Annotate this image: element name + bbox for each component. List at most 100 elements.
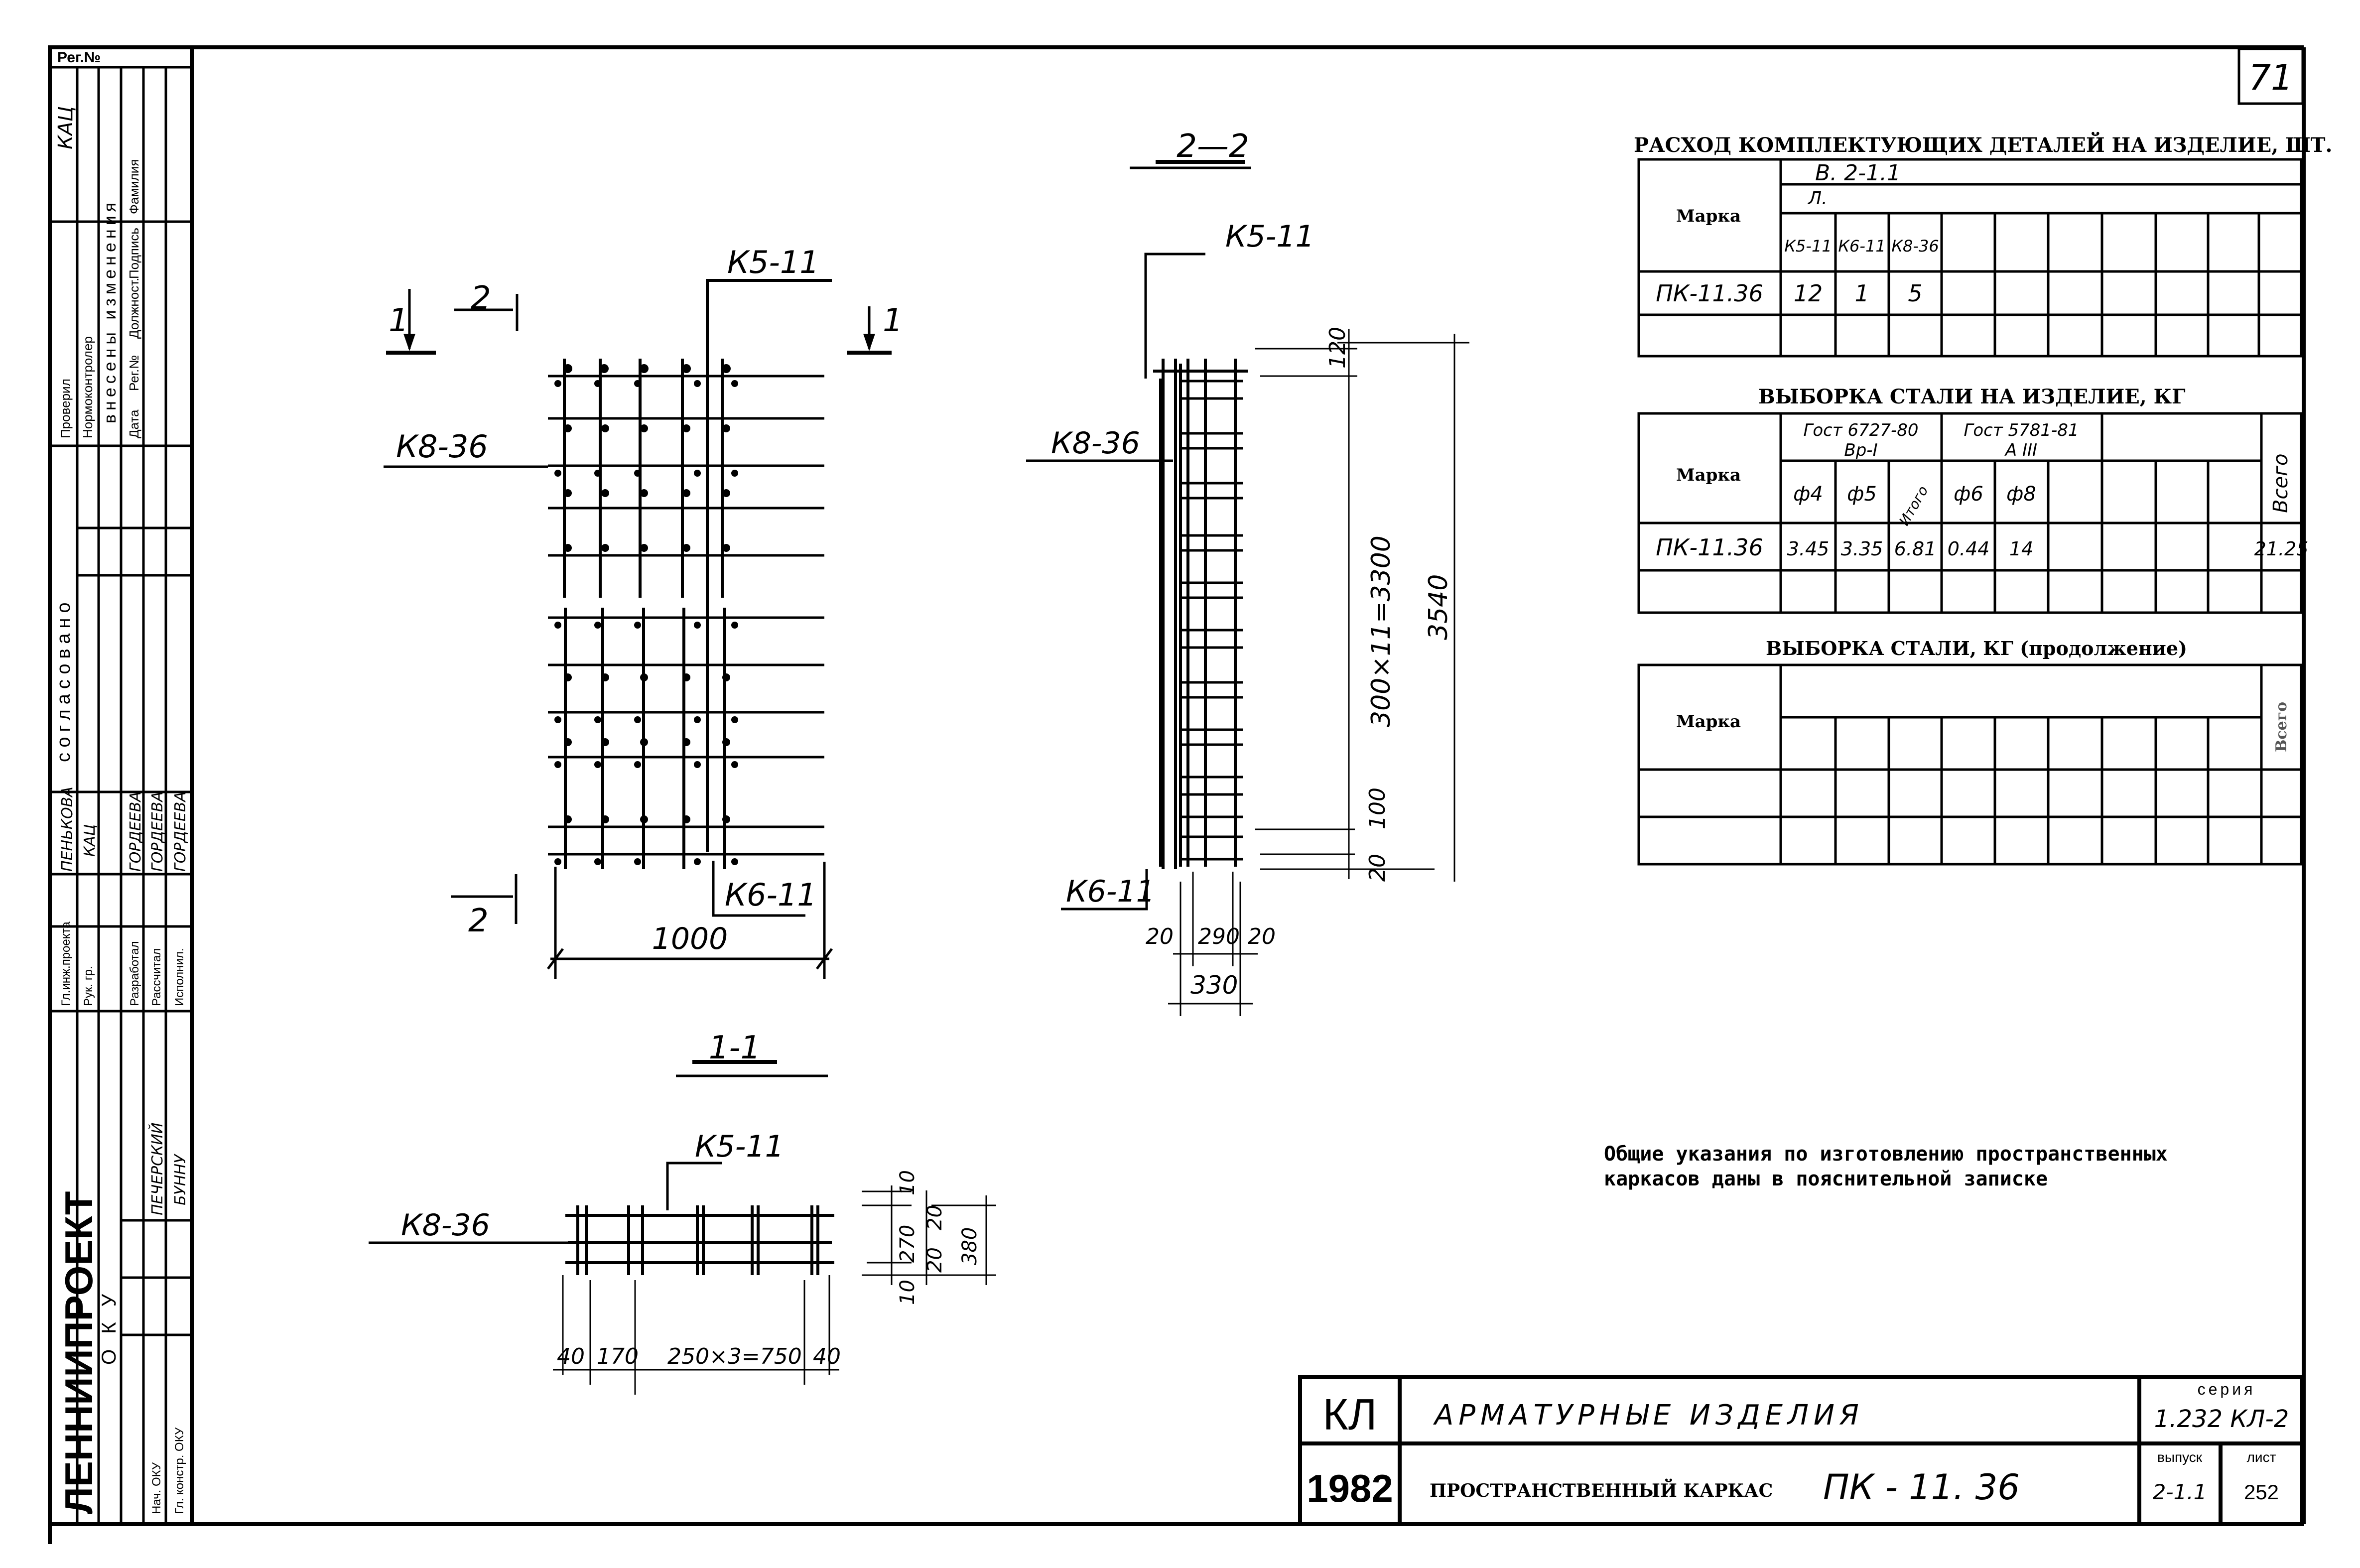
left-stamp: Рег.№ Проверил Нормоконтролер внесены из… — [48, 45, 194, 1526]
general-notes: Общие указания по изготовлению пространс… — [1604, 1143, 2168, 1190]
dim-1-1-right-270: 270 — [896, 1225, 919, 1263]
dim-2-2-bottom-20-right: 20 — [1248, 924, 1276, 949]
table-components-mark-header: Марка — [1676, 206, 1741, 226]
title-block-series-value: 1.232 КЛ-2 — [2154, 1405, 2289, 1433]
cell-total: 21.25 — [2254, 538, 2309, 560]
section-1-1-label-k8-36: К8-36 — [401, 1208, 490, 1243]
checked-label: Проверил — [58, 379, 73, 438]
section-2-2-label-k5-11: К5-11 — [1225, 219, 1314, 254]
label-k6-11: К6-11 — [725, 877, 817, 913]
view-main-elevation: 1 2 1 2 — [384, 244, 903, 979]
col-header-k8-36: К8-36 — [1891, 237, 1939, 256]
cell-d8: 14 — [2009, 538, 2033, 560]
col-header-d4: ф4 — [1793, 483, 1823, 506]
role-executed: Исполнил. — [173, 948, 186, 1006]
title-block-code: КЛ — [1322, 1390, 1377, 1439]
changes-title: внесены изменения — [101, 199, 120, 423]
title-block-sheet-label: лист — [2247, 1449, 2276, 1465]
cell-d5: 3.35 — [1841, 538, 1883, 560]
role-developed: Разработал — [128, 941, 141, 1006]
table-steel-cont-title: ВЫБОРКА СТАЛИ, КГ (продолжение) — [1766, 637, 2187, 659]
table-steel-gost1: Гост 6727-80 — [1803, 420, 1918, 440]
table-components-title: РАСХОД КОМПЛЕКТУЮЩИХ ДЕТАЛЕЙ НА ИЗДЕЛИЕ,… — [1634, 132, 2332, 157]
dim-1-1-bottom-750: 250×3=750 — [667, 1344, 802, 1369]
sheet-number-mark: 71 — [2248, 57, 2293, 98]
name-executed: ГОРДЕЕВА — [172, 791, 189, 872]
table-steel-gost1-class: Вр-I — [1844, 440, 1877, 460]
title-block-issue-label: выпуск — [2157, 1449, 2203, 1465]
cut-2-top-mark: 2 — [471, 280, 491, 317]
title-block-sheet-value: 252 — [2244, 1480, 2279, 1504]
role-group-lead: Рук. гр. — [82, 966, 95, 1006]
dim-2-2-right-3300: 300×11=3300 — [1366, 535, 1396, 727]
dim-2-2-right-120: 120 — [1325, 327, 1350, 369]
section-2-2-title: 2—2 — [1177, 128, 1249, 165]
dim-1-1-bottom-40-left: 40 — [557, 1344, 585, 1369]
section-1-1-label-k5-11: К5-11 — [695, 1129, 784, 1164]
table-components-group-header: В. 2-1.1 — [1815, 160, 1901, 186]
col-header-d5: ф5 — [1847, 483, 1877, 506]
cell-k5-11: 12 — [1794, 280, 1823, 307]
table-steel-cont-mark-header: Марка — [1676, 712, 1741, 732]
title-block-issue-value: 2-1.1 — [2153, 1480, 2207, 1504]
dim-1-1-right-10-bottom: 10 — [896, 1280, 919, 1305]
table-steel-mark-header: Марка — [1676, 465, 1741, 485]
view-section-2-2: 2—2 К5-11 К8-36 — [1026, 128, 1469, 1016]
cell-mark: ПК-11.36 — [1656, 280, 1763, 307]
dim-2-2-right-100: 100 — [1365, 787, 1390, 829]
dim-1-1-right-20-bottom: 20 — [923, 1247, 946, 1273]
notes-line-2: каркасов даны в пояснительной записке — [1604, 1168, 2048, 1190]
label-k5-11: К5-11 — [727, 244, 819, 280]
section-2-2-label-k8-36: К8-36 — [1051, 426, 1140, 461]
col-header-d6: ф6 — [1954, 483, 1983, 506]
title-block: КЛ 1982 АРМАТУРНЫЕ ИЗДЕЛИЯ ПРОСТРАНСТВЕН… — [1298, 1375, 2304, 1526]
table-components-subgroup-header: Л. — [1807, 188, 1828, 209]
table-steel: ВЫБОРКА СТАЛИ НА ИЗДЕЛИЕ, КГ Марка Гост … — [1637, 385, 2308, 614]
col-header-subtotal: Итого — [1896, 483, 1932, 528]
cell-subtotal: 6.81 — [1894, 538, 1937, 560]
label-k8-36: К8-36 — [396, 428, 488, 465]
organization-name: ЛЕННИИПРОЕКТ — [57, 1191, 101, 1515]
dim-2-2-right-20: 20 — [1365, 854, 1390, 882]
cell-k6-11: 1 — [1854, 280, 1869, 307]
view-section-1-1: 1-1 К5-11 К8-36 — [369, 1030, 996, 1395]
table-components: РАСХОД КОМПЛЕКТУЮЩИХ ДЕТАЛЕЙ НА ИЗДЕЛИЕ,… — [1634, 132, 2332, 358]
table-steel-total-header: Всего — [2269, 453, 2292, 513]
table-steel-continued: ВЫБОРКА СТАЛИ, КГ (продолжение) Марка Вс… — [1637, 637, 2303, 866]
department-name: О К У — [98, 1289, 120, 1365]
role-calculated: Рассчитал — [150, 948, 163, 1006]
name-group-lead: КАЦ — [81, 824, 99, 857]
dim-1-1-right-20-top: 20 — [923, 1205, 946, 1230]
changes-col-date: Дата — [127, 409, 141, 438]
dim-1-1-right-380: 380 — [958, 1227, 981, 1265]
agreed-title: согласовано — [53, 598, 74, 762]
cell-mark: ПК-11.36 — [1656, 534, 1763, 561]
changes-col-reg: Рег.№ — [127, 355, 141, 391]
name-chief-designer-oku: БУННУ — [172, 1154, 189, 1205]
section-2-2-label-k6-11: К6-11 — [1066, 874, 1155, 909]
table-row: ПК-11.36 3.45 3.35 6.81 0.44 14 21.25 — [1656, 534, 2308, 561]
role-chief-engineer: Гл.инж.проекта — [59, 921, 73, 1006]
cut-1-left-mark: 1 — [389, 302, 409, 339]
name-head-oku: ПЕЧЕРСКИЙ — [148, 1123, 166, 1215]
role-chief-designer-oku: Гл. констр. ОКУ — [173, 1427, 186, 1514]
cut-2-bottom-mark: 2 — [468, 903, 489, 939]
dim-width-1000: 1000 — [652, 921, 728, 956]
title-block-subtitle: ПРОСТРАНСТВЕННЫЙ КАРКАС — [1430, 1479, 1773, 1501]
name-developed: ГОРДЕЕВА — [127, 791, 144, 872]
dim-2-2-right-3540: 3540 — [1424, 574, 1453, 640]
col-header-d8: ф8 — [2006, 483, 2036, 506]
checked-signature: КАЦ — [54, 106, 77, 149]
changes-col-position: Должност. — [127, 278, 141, 339]
changes-col-name: Фамилия — [127, 159, 141, 214]
sheet-number-box: 71 — [2237, 47, 2304, 105]
notes-line-1: Общие указания по изготовлению пространс… — [1604, 1143, 2168, 1166]
name-calculated: ГОРДЕЕВА — [149, 791, 166, 872]
title-block-year: 1982 — [1307, 1466, 1393, 1510]
table-row: ПК-11.36 12 1 5 — [1656, 280, 1922, 307]
reg-no-label: Рег.№ — [57, 49, 101, 66]
dim-1-1-bottom-170: 170 — [597, 1344, 639, 1369]
title-block-title: АРМАТУРНЫЕ ИЗДЕЛИЯ — [1433, 1399, 1864, 1432]
changes-col-signature: Подпись — [127, 228, 141, 279]
